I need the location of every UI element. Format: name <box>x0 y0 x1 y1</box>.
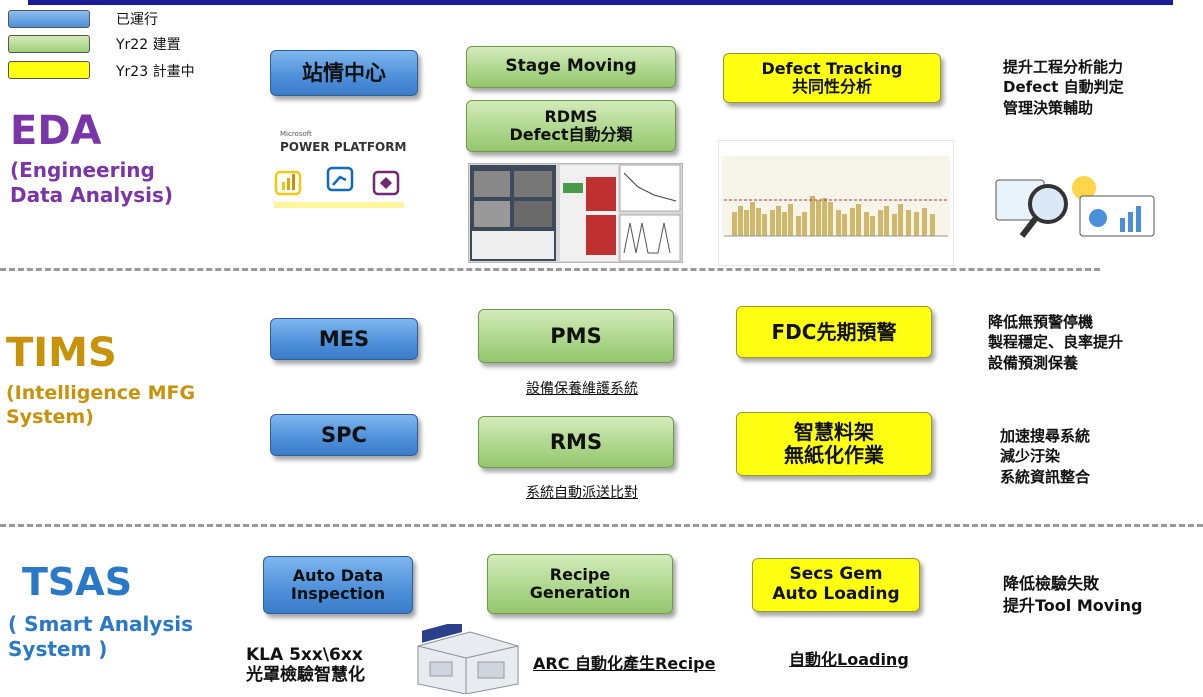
pms-box[interactable]: PMS <box>478 309 674 363</box>
recipe-line2: Generation <box>529 583 631 602</box>
secs-gem-line1: Secs Gem <box>789 564 883 585</box>
legend-swatch-running <box>8 10 90 28</box>
rms-label: RMS <box>549 429 603 454</box>
pms-caption: 設備保養維護系統 <box>526 381 638 397</box>
eda-subtitle-line1: (Engineering <box>10 158 155 182</box>
tims-desc1-line3: 設備預測保養 <box>988 353 1079 372</box>
rdms-label-line2: Defect自動分類 <box>509 125 633 144</box>
eda-desc-line1: 提升工程分析能力 <box>1003 58 1124 76</box>
auto-data-inspection-box[interactable]: Auto Data Inspection <box>263 556 413 614</box>
tims-subtitle: (Intelligence MFG System) <box>6 382 195 430</box>
auto-data-line1: Auto Data <box>292 565 384 585</box>
eda-title: EDA <box>10 108 102 154</box>
kla-line2: 光罩檢驗智慧化 <box>246 665 365 686</box>
spc-label: SPC <box>321 422 367 447</box>
eda-desc-line2: Defect 自動判定 <box>1003 78 1124 97</box>
section-divider-2 <box>0 524 1203 527</box>
tsas-title: TSAS <box>22 560 133 604</box>
fdc-label: FDC先期預警 <box>771 319 897 344</box>
tims-desc2-line3: 系統資訊整合 <box>1000 467 1091 486</box>
defect-tracking-box[interactable]: Defect Tracking 共同性分析 <box>723 53 941 103</box>
legend-swatch-yr23 <box>8 61 90 79</box>
tsas-desc-line1: 降低檢驗失敗 <box>1003 574 1100 593</box>
smart-rack-line2: 無紙化作業 <box>784 443 884 467</box>
rms-box[interactable]: RMS <box>478 416 674 468</box>
arc-caption: ARC 自動化產生Recipe <box>533 654 716 673</box>
pms-label: PMS <box>550 323 602 348</box>
tsas-description: 降低檢驗失敗 提升Tool Moving <box>1003 573 1143 616</box>
kla-label: KLA 5xx\6xx 光罩檢驗智慧化 <box>246 645 365 686</box>
tims-desc1-line2: 製程穩定、良率提升 <box>988 333 1124 352</box>
smart-rack-box[interactable]: 智慧料架 無紙化作業 <box>736 412 932 476</box>
power-apps-icon <box>372 170 400 196</box>
recipe-line1: Recipe <box>549 564 611 584</box>
defect-tracking-line1: Defect Tracking <box>761 58 903 78</box>
power-platform-small-text: Microsoft <box>280 130 312 138</box>
section-divider-1 <box>0 268 1100 271</box>
tsas-subtitle-line2: System ) <box>8 637 108 661</box>
eda-desc-line3: 管理決策輔助 <box>1003 98 1094 117</box>
auto-data-line2: Inspection <box>290 584 386 603</box>
smart-rack-line1: 智慧料架 <box>794 420 874 444</box>
tsas-desc-line2: 提升Tool Moving <box>1003 595 1143 615</box>
tsas-subtitle: ( Smart Analysis System ) <box>8 612 193 662</box>
top-rule <box>28 0 1173 5</box>
eda-description: 提升工程分析能力 Defect 自動判定 管理決策輔助 <box>1003 57 1124 118</box>
legend-label-yr22: Yr22 建置 <box>116 37 181 53</box>
tims-subtitle-line2: System) <box>6 405 94 428</box>
power-platform-logo: Microsoft POWER PLATFORM <box>274 130 430 210</box>
mes-box[interactable]: MES <box>270 318 418 360</box>
tims-desc2-line2: 減少汙染 <box>1000 447 1061 466</box>
station-center-box[interactable]: 站情中心 <box>270 50 418 96</box>
power-platform-text: POWER PLATFORM <box>280 140 407 154</box>
defect-tracking-line2: 共同性分析 <box>791 77 872 96</box>
mes-label: MES <box>318 326 370 351</box>
tims-title: TIMS <box>6 330 117 376</box>
eda-subtitle: (Engineering Data Analysis) <box>10 158 173 208</box>
tims-subtitle-line1: (Intelligence MFG <box>6 382 196 404</box>
legend-swatch-yr22 <box>8 35 90 53</box>
tims-desc2-line1: 加速搜尋系統 <box>1000 427 1091 445</box>
secs-gem-box[interactable]: Secs Gem Auto Loading <box>752 558 920 612</box>
eda-subtitle-line2: Data Analysis) <box>10 183 174 207</box>
station-center-label: 站情中心 <box>302 60 386 85</box>
power-automate-icon <box>326 166 354 192</box>
spc-box[interactable]: SPC <box>270 414 418 456</box>
tims-description-2: 加速搜尋系統 減少汙染 系統資訊整合 <box>1000 426 1090 487</box>
tims-desc1-line1: 降低無預警停機 <box>988 313 1094 331</box>
rdms-screenshot-image <box>468 163 683 263</box>
rdms-label-line1: RDMS <box>544 106 598 126</box>
stage-moving-label: Stage Moving <box>505 56 637 77</box>
loading-caption: 自動化Loading <box>789 650 909 669</box>
secs-gem-line2: Auto Loading <box>772 584 900 604</box>
tsas-subtitle-line1: ( Smart Analysis <box>8 612 193 636</box>
fdc-box[interactable]: FDC先期預警 <box>736 306 932 358</box>
recipe-generation-box[interactable]: Recipe Generation <box>487 554 673 614</box>
rdms-box[interactable]: RDMS Defect自動分類 <box>466 100 676 152</box>
defect-chart-image <box>718 140 954 266</box>
legend-label-yr23: Yr23 計畫中 <box>116 64 195 80</box>
rms-caption: 系統自動派送比對 <box>526 485 638 501</box>
stage-moving-box[interactable]: Stage Moving <box>466 46 676 88</box>
tims-description-1: 降低無預警停機 製程穩定、良率提升 設備預測保養 <box>988 312 1123 373</box>
power-platform-icons <box>274 166 404 208</box>
analytics-illustration-icon <box>995 176 1155 238</box>
legend-label-running: 已運行 <box>116 12 158 28</box>
power-bi-icon <box>274 170 302 196</box>
kla-line1: KLA 5xx\6xx <box>246 645 363 665</box>
kla-machine-image <box>417 624 519 694</box>
